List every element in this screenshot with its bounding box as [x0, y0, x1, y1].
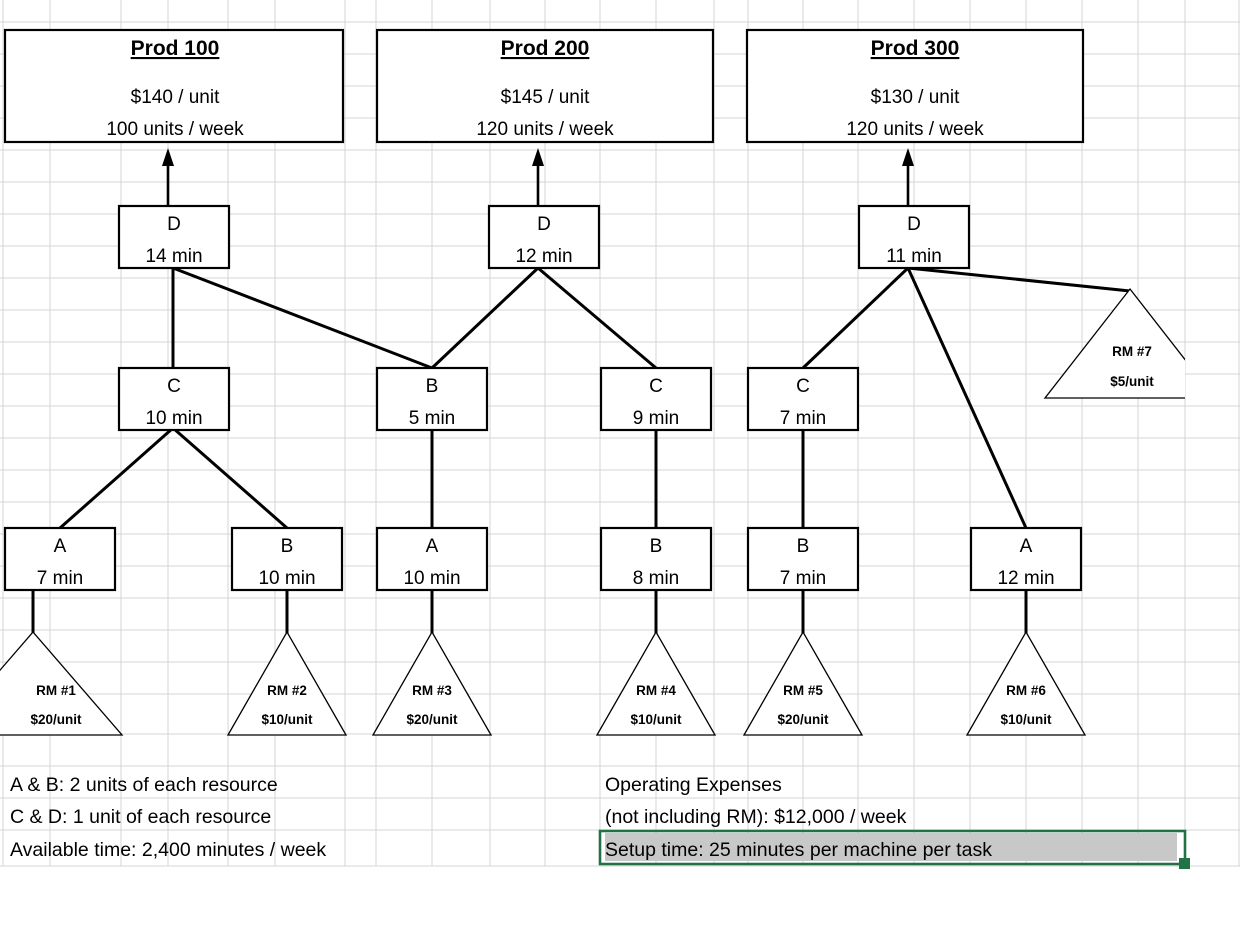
raw-material-price: $5/unit	[1110, 374, 1154, 389]
operation-time: 10 min	[258, 568, 315, 589]
bom-connectors	[31, 266, 1131, 635]
note-resource-units-cd: C & D: 1 unit of each resource	[10, 806, 271, 828]
arrow-d3-to-prod300	[902, 148, 914, 210]
note-operating-expenses-value: (not including RM): $12,000 / week	[605, 806, 907, 828]
operation-time: 11 min	[886, 246, 942, 267]
operation-resource: C	[167, 376, 181, 397]
note-operating-expenses: Operating Expenses	[605, 774, 782, 796]
operation-box-c2[interactable]: C 9 min	[599, 366, 713, 432]
operation-time: 7 min	[780, 568, 826, 589]
raw-material-name: RM #4	[636, 683, 676, 698]
raw-material-price: $10/unit	[630, 712, 682, 727]
operation-resource: D	[537, 214, 551, 235]
raw-material-price: $20/unit	[777, 712, 829, 727]
operation-resource: D	[907, 214, 921, 235]
note-resource-units-ab: A & B: 2 units of each resource	[10, 774, 278, 796]
product-box-prod-300[interactable]: Prod 300 $130 / unit 120 units / week	[745, 28, 1085, 144]
raw-material-name: RM #3	[412, 683, 452, 698]
fill-handle[interactable]	[1179, 858, 1190, 869]
operation-resource: B	[281, 536, 294, 557]
operation-box-b3[interactable]: B 8 min	[599, 526, 713, 592]
raw-material-rm-1[interactable]: RM #1 $20/unit	[0, 631, 124, 736]
raw-material-rm-6[interactable]: RM #6 $10/unit	[965, 630, 1087, 736]
product-title: Prod 300	[871, 37, 960, 60]
operation-time: 14 min	[145, 246, 202, 267]
product-box-prod-100[interactable]: Prod 100 $140 / unit 100 units / week	[3, 28, 345, 144]
operation-resource: B	[650, 536, 663, 557]
operation-resource: C	[796, 376, 810, 397]
note-available-time: Available time: 2,400 minutes / week	[10, 839, 326, 861]
product-price: $145 / unit	[501, 87, 590, 108]
operation-resource: A	[426, 536, 439, 557]
notes-left: A & B: 2 units of each resource C & D: 1…	[10, 774, 326, 861]
product-demand: 120 units / week	[846, 119, 984, 140]
product-demand: 120 units / week	[476, 119, 614, 140]
arrow-d1-to-prod100	[162, 148, 174, 210]
operation-time: 12 min	[515, 246, 572, 267]
operation-box-b4[interactable]: B 7 min	[746, 526, 860, 592]
raw-material-price: $20/unit	[406, 712, 458, 727]
operation-resource: B	[797, 536, 810, 557]
raw-material-name: RM #5	[783, 683, 823, 698]
operation-time: 8 min	[633, 568, 679, 589]
raw-material-name: RM #7	[1112, 344, 1152, 359]
product-price: $130 / unit	[871, 87, 960, 108]
raw-material-rm-7[interactable]: RM #7 $5/unit	[1043, 287, 1215, 399]
operation-box-a3[interactable]: A 12 min	[969, 526, 1083, 592]
operation-box-d1[interactable]: D 14 min	[117, 204, 231, 270]
raw-material-rm-5[interactable]: RM #5 $20/unit	[742, 630, 864, 736]
operation-resource: B	[426, 376, 439, 397]
operation-time: 12 min	[997, 568, 1054, 589]
raw-material-rm-2[interactable]: RM #2 $10/unit	[226, 630, 348, 736]
operation-time: 7 min	[37, 568, 83, 589]
operation-time: 10 min	[403, 568, 460, 589]
raw-material-rm-4[interactable]: RM #4 $10/unit	[595, 630, 717, 736]
raw-material-price: $10/unit	[1000, 712, 1052, 727]
raw-material-price: $10/unit	[261, 712, 313, 727]
product-box-prod-200[interactable]: Prod 200 $145 / unit 120 units / week	[375, 28, 715, 144]
operation-box-d3[interactable]: D 11 min	[857, 204, 971, 270]
operation-time: 9 min	[633, 408, 679, 429]
selected-cell-text: Setup time: 25 minutes per machine per t…	[605, 839, 992, 861]
raw-material-rm-3[interactable]: RM #3 $20/unit	[371, 630, 493, 736]
operation-time: 5 min	[409, 408, 455, 429]
operation-resource: A	[1020, 536, 1033, 557]
operation-box-b2[interactable]: B 10 min	[230, 526, 344, 592]
operation-resource: C	[649, 376, 663, 397]
operation-box-d2[interactable]: D 12 min	[487, 204, 601, 270]
notes-right: Operating Expenses (not including RM): $…	[605, 774, 907, 828]
raw-material-name: RM #2	[267, 683, 307, 698]
operation-box-b1[interactable]: B 5 min	[375, 366, 489, 432]
operation-time: 10 min	[145, 408, 202, 429]
selected-cell-setup-time[interactable]: Setup time: 25 minutes per machine per t…	[598, 829, 1190, 869]
operation-resource: A	[54, 536, 67, 557]
product-demand: 100 units / week	[106, 119, 244, 140]
raw-material-price: $20/unit	[30, 712, 82, 727]
operation-box-c3[interactable]: C 7 min	[746, 366, 860, 432]
operation-box-a2[interactable]: A 10 min	[375, 526, 489, 592]
raw-material-name: RM #1	[36, 683, 76, 698]
arrow-d2-to-prod200	[532, 148, 544, 210]
raw-material-name: RM #6	[1006, 683, 1046, 698]
product-price: $140 / unit	[131, 87, 220, 108]
product-title: Prod 200	[501, 37, 590, 60]
operation-time: 7 min	[780, 408, 826, 429]
operation-box-a1[interactable]: A 7 min	[3, 526, 117, 592]
product-title: Prod 100	[131, 37, 220, 60]
operation-resource: D	[167, 214, 181, 235]
operation-box-c1[interactable]: C 10 min	[117, 366, 231, 432]
